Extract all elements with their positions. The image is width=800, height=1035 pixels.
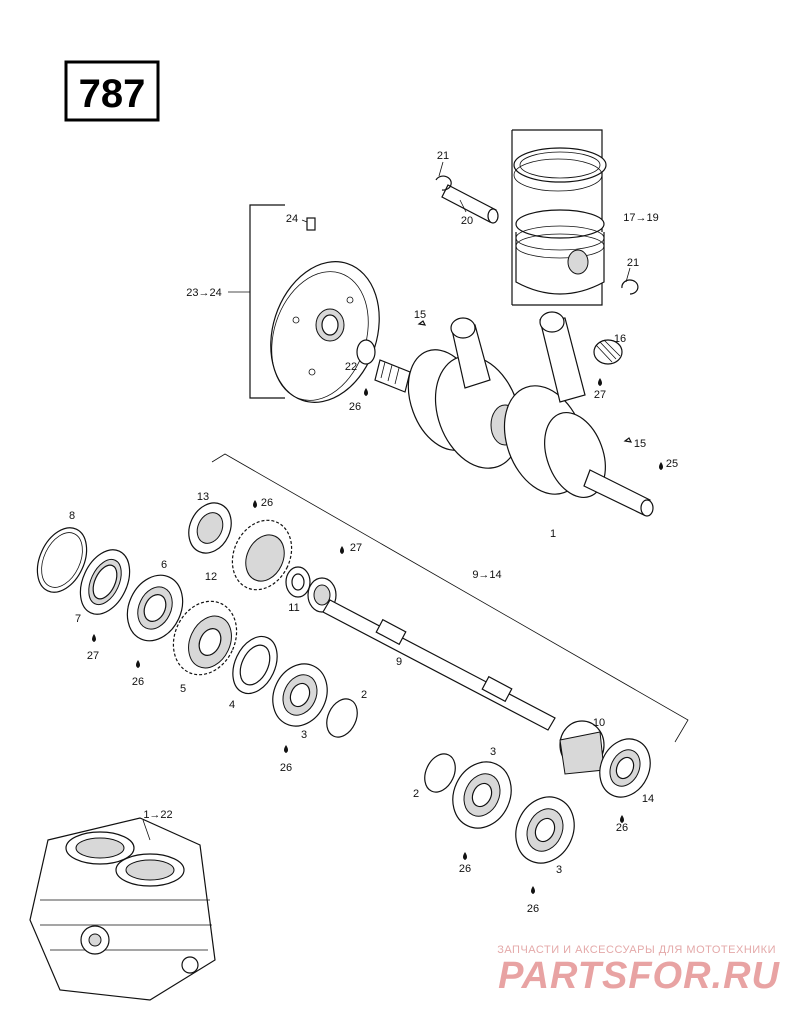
callout-17-19: 17→19 [623, 212, 658, 224]
callout-3b: 3 [490, 746, 496, 758]
balancer-shaft [272, 599, 651, 864]
lubricant-drops [92, 378, 663, 894]
callout-15b: 15 [634, 438, 646, 450]
callout-1: 1 [550, 528, 556, 540]
callout-26f: 26 [459, 863, 471, 875]
callout-26d: 26 [280, 762, 292, 774]
callout-11: 11 [288, 602, 299, 614]
callout-4: 4 [229, 699, 235, 711]
page-number-box: 787 [64, 60, 160, 122]
callout-14: 14 [642, 793, 654, 805]
watermark-brand: PARTSFOR.RU [498, 955, 780, 997]
watermark-subtitle: ЗАПЧАСТИ И АКСЕССУАРЫ ДЛЯ МОТОТЕХНИКИ [497, 944, 776, 956]
callout-6: 6 [161, 559, 167, 571]
callout-10: 10 [593, 717, 605, 729]
callout-5: 5 [180, 683, 186, 695]
callout-26g: 26 [527, 903, 539, 915]
callout-9: 9 [396, 656, 402, 668]
callout-16: 16 [614, 333, 626, 345]
callout-7: 7 [75, 613, 81, 625]
callout-21a: 21 [437, 150, 449, 162]
callout-26e: 26 [616, 822, 628, 834]
disc-group [228, 204, 380, 403]
callout-24: 24 [286, 213, 298, 225]
callout-9-14: 9→14 [472, 569, 501, 581]
page-number: 787 [79, 72, 146, 116]
callout-2b: 2 [413, 788, 419, 800]
callout-22: 22 [345, 361, 357, 373]
callout-21b: 21 [627, 257, 639, 269]
callout-labels: 21 20 17→19 21 24 23→24 15 16 22 27 26 1… [69, 150, 678, 915]
left-parts [36, 502, 337, 695]
callout-3c: 3 [556, 864, 562, 876]
crankshaft [374, 311, 654, 517]
callout-1-22: 1→22 [143, 809, 172, 821]
callout-23-24: 23→24 [186, 287, 221, 299]
callout-27c: 27 [87, 650, 99, 662]
callout-27a: 27 [594, 389, 606, 401]
callout-3a: 3 [301, 729, 307, 741]
callout-15a: 15 [414, 309, 426, 321]
callout-20: 20 [461, 215, 473, 227]
callout-26b: 26 [261, 497, 273, 509]
callout-25: 25 [666, 458, 678, 470]
callout-26c: 26 [132, 676, 144, 688]
balancer-bracket [211, 453, 689, 743]
watermark: ЗАПЧАСТИ И АКСЕССУАРЫ ДЛЯ МОТОТЕХНИКИ PA… [497, 944, 780, 997]
callout-26a: 26 [349, 401, 361, 413]
piston-group [435, 129, 639, 306]
callout-27b: 27 [350, 542, 362, 554]
callout-2a: 2 [361, 689, 367, 701]
callout-8: 8 [69, 510, 75, 522]
callout-13: 13 [197, 491, 209, 503]
callout-12: 12 [205, 571, 217, 583]
engine-thumbnail [29, 817, 216, 1001]
